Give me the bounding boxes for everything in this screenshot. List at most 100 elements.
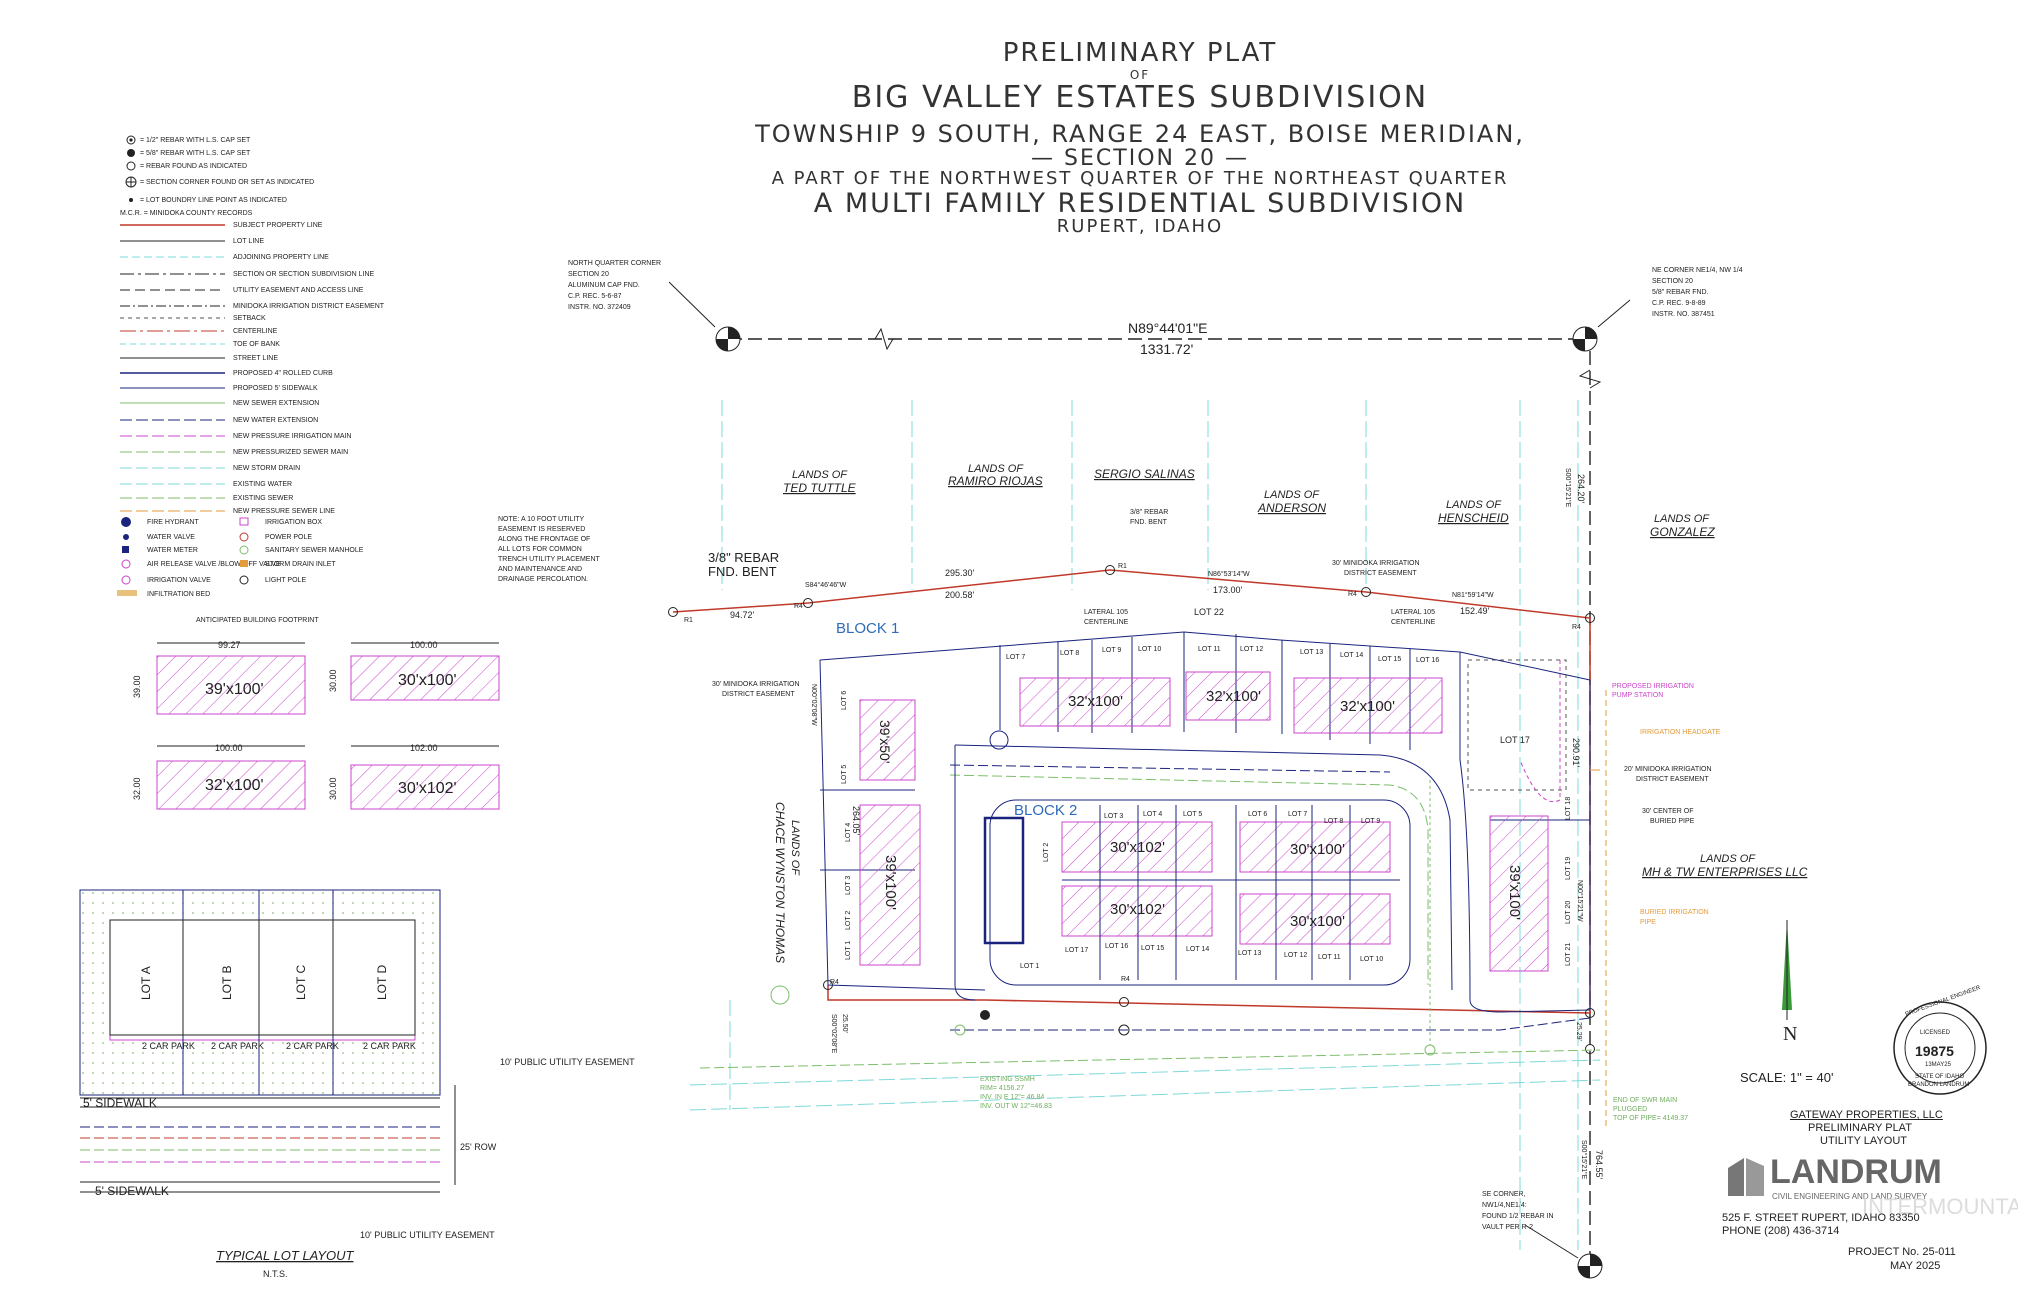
easement-note: DISTRICT EASEMENT: [1344, 570, 1417, 577]
rebar-note: FND. BENT: [708, 564, 777, 579]
legend-item: = 5/8" REBAR WITH L.S. CAP SET: [140, 150, 251, 157]
engineer-seal: PROFESSIONAL ENGINEER LICENSED 19875 13M…: [1893, 985, 1987, 1095]
distance-label: 264.05': [851, 806, 861, 836]
legend-symbol: POWER POLE: [265, 534, 312, 541]
legend-symbol: LIGHT POLE: [265, 577, 306, 584]
project-number: PROJECT No. 25-011: [1848, 1246, 1956, 1258]
client-name: GATEWAY PROPERTIES, LLC: [1790, 1109, 1943, 1121]
block-2: [983, 799, 1411, 986]
seal-text: LICENSED: [1920, 1030, 1951, 1036]
distance-label: 295.30': [945, 568, 975, 578]
lateral-note: LATERAL 105: [1391, 609, 1435, 616]
bearing-label: S00°15'21"E: [1564, 468, 1572, 508]
end-main-note: TOP OF PIPE= 4149.37: [1613, 1115, 1688, 1122]
legend-item: NEW PRESSURE SEWER LINE: [233, 508, 335, 515]
legend-item: = SECTION CORNER FOUND OR SET AS INDICAT…: [140, 179, 314, 186]
company-name: LANDRUM: [1770, 1153, 1942, 1191]
buried-pipe-note: 30' CENTER OF: [1642, 808, 1694, 815]
lot-label: LOT 11: [1198, 646, 1221, 653]
legend-item: CENTERLINE: [233, 328, 278, 335]
headgate-note: IRRIGATION HEADGATE: [1640, 729, 1721, 736]
lot-label: LOT 7: [1006, 654, 1025, 661]
footprint-top-dim: 100.00: [410, 640, 438, 650]
subject-property: [668, 565, 1595, 1054]
note-line: EASEMENT IS RESERVED: [498, 526, 585, 533]
air-release-valve-icon: [121, 559, 131, 569]
lot-label: LOT 8: [1324, 818, 1343, 825]
note-line: NOTE: A 10 FOOT UTILITY: [498, 516, 585, 523]
note-line: ALONG THE FRONTAGE OF: [498, 536, 590, 543]
footprint-label: 39'x100': [1506, 865, 1523, 920]
infiltration-bed-icon: [117, 590, 137, 596]
lot-label: LOT 5: [1183, 811, 1202, 818]
note-line: ALL LOTS FOR COMMON: [498, 546, 582, 553]
lot-label: LOT 11: [1318, 954, 1341, 961]
legend-item: PROPOSED 5' SIDEWALK: [233, 385, 318, 392]
ne-corner-note: NE CORNER NE1/4, NW 1/4 SECTION 20 5/8" …: [1652, 267, 1743, 318]
typical-lot-title: TYPICAL LOT LAYOUT: [216, 1248, 355, 1263]
footprint-label: 30'x102': [1110, 901, 1165, 918]
legend-symbol: WATER METER: [147, 547, 198, 554]
lands-of-label: LANDS OF: [1264, 489, 1320, 501]
manhole-icon: [239, 545, 249, 555]
lot-label: LOT 15: [1378, 656, 1401, 663]
legend-item: NEW PRESSURIZED SEWER MAIN: [233, 449, 348, 456]
footprint-top-dim: 102.00: [410, 743, 438, 753]
corner-note-line: INSTR. NO. 387451: [1652, 311, 1715, 318]
company-tagline: CIVIL ENGINEERING AND LAND SURVEY: [1772, 1192, 1928, 1201]
lot-label: LOT 1: [845, 941, 852, 960]
buried-pipe-note: BURIED PIPE: [1650, 818, 1695, 825]
easement-note: 30' MINIDOKA IRRIGATION: [712, 681, 800, 688]
lot-label: LOT 17: [1500, 735, 1530, 745]
north-distance: 1331.72': [1140, 341, 1193, 357]
bearing-label: S00°15'21"E: [1580, 1140, 1588, 1180]
footprint-label: 30'x102': [1110, 839, 1165, 856]
pump-station-note: PROPOSED IRRIGATION: [1612, 683, 1694, 690]
lot-label: LOT 7: [1288, 811, 1307, 818]
seal-number: 19875: [1915, 1043, 1954, 1059]
distance-label: 264.20': [1576, 474, 1586, 504]
lands-of-label: LANDS OF: [1446, 499, 1502, 511]
corner-note-line: VAULT PER R-2: [1482, 1224, 1533, 1231]
corner-note-line: SE CORNER,: [1482, 1191, 1526, 1198]
lot-label: LOT 5: [841, 765, 848, 784]
footprint-39x100: [156, 655, 306, 715]
public-easement-bottom-label: 10' PUBLIC UTILITY EASEMENT: [360, 1230, 495, 1240]
footprint-label: 39'x100': [205, 681, 264, 698]
legend-symbol: INFILTRATION BED: [147, 591, 210, 598]
bearing-label: N00°02'08"W: [810, 684, 818, 726]
irrigation-valve-icon: [121, 575, 131, 585]
easement-note: DISTRICT EASEMENT: [722, 691, 795, 698]
distance-label: 290.91': [1571, 738, 1581, 768]
bearing-label: N81°59'14"W: [1452, 591, 1494, 599]
lot-label: LOT 12: [1240, 646, 1263, 653]
parking-label: 2 CAR PARK: [363, 1041, 416, 1051]
lot-label: LOT 3: [1104, 813, 1123, 820]
legend-item: EXISTING WATER: [233, 481, 292, 488]
company-address: 525 F. STREET RUPERT, IDAHO 83350: [1722, 1212, 1920, 1224]
lot-label: LOT 4: [845, 823, 852, 842]
row-label: 25' ROW: [460, 1142, 497, 1152]
irrigation-box-icon: [239, 517, 249, 526]
lot-label: LOT 16: [1416, 657, 1439, 664]
bearing-label: S84°46'46"W: [805, 581, 847, 589]
block-1-label: BLOCK 1: [836, 620, 899, 637]
doc-title-1: PRELIMINARY PLAT: [1808, 1122, 1912, 1134]
corner-note-line: SECTION 20: [568, 271, 609, 278]
ssmh-note: EXISTING SSMH: [980, 1076, 1035, 1083]
reference-label: R4: [1121, 976, 1130, 983]
typical-lot-subtitle: N.T.S.: [263, 1269, 288, 1279]
light-pole-icon: [239, 575, 249, 585]
lot-label: LOT 8: [1060, 650, 1079, 657]
lot-label: LOT 2: [1043, 843, 1050, 862]
pump-station-note: PUMP STATION: [1612, 692, 1663, 699]
corner-note-line: C.P. REC. 5-6-87: [568, 293, 622, 300]
legend-item: M.C.R. = MINIDOKA COUNTY RECORDS: [120, 210, 253, 217]
legend-item: NEW PRESSURE IRRIGATION MAIN: [233, 433, 352, 440]
distance-label: 173.00': [1213, 585, 1243, 595]
lateral-note: CENTERLINE: [1391, 619, 1436, 626]
doc-title-2: UTILITY LAYOUT: [1820, 1135, 1908, 1147]
plat-title-township: TOWNSHIP 9 SOUTH, RANGE 24 EAST, BOISE M…: [755, 120, 1525, 148]
footprint-label: 32'x100': [205, 777, 264, 794]
